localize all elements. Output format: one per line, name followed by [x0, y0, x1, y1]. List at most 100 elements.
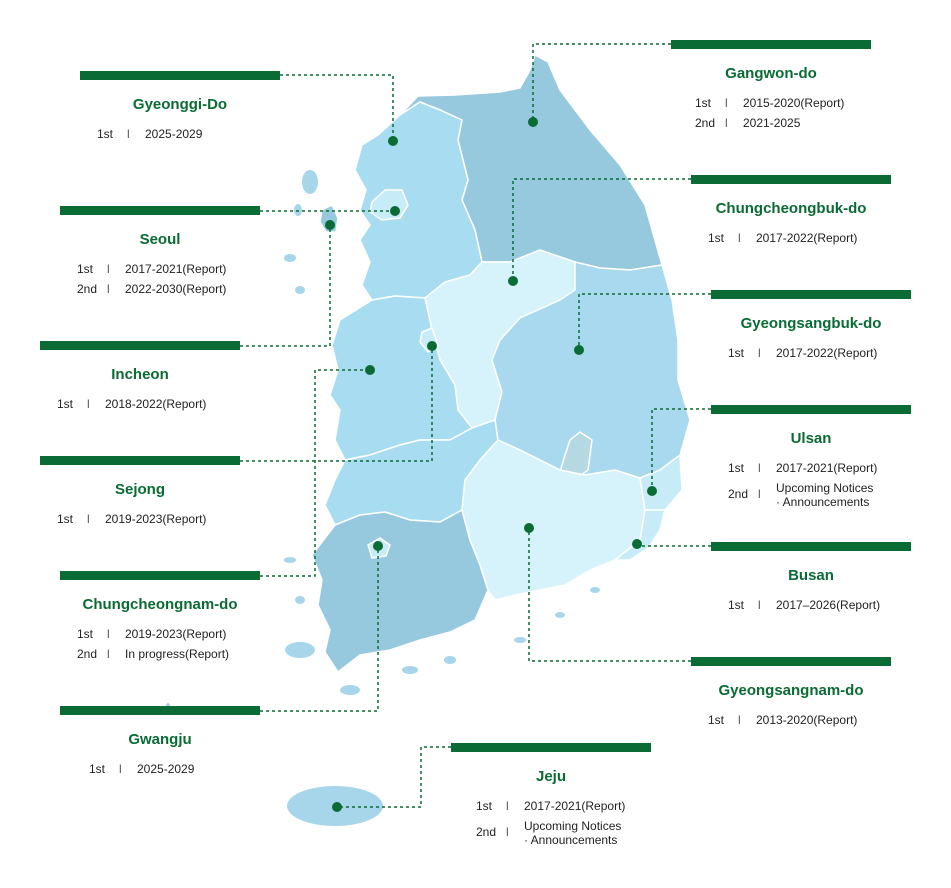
label-bar — [40, 341, 240, 350]
label-bar — [40, 456, 240, 465]
row-value: 2019-2023(Report) — [105, 512, 207, 526]
marker-chungbuk — [508, 276, 518, 286]
region-name: Gwangju — [128, 731, 192, 748]
row-order: 2nd — [476, 825, 497, 839]
row-order: 2nd — [728, 487, 749, 501]
row-value: 2018-2022(Report) — [105, 397, 207, 411]
row-order: 1st — [708, 713, 725, 727]
island — [555, 612, 565, 618]
island — [340, 685, 360, 695]
label-incheon: Incheon 1st l 2018-2022(Report) — [40, 341, 240, 417]
row-order: 1st — [57, 397, 74, 411]
label-bar — [711, 542, 911, 551]
row-order: 1st — [708, 231, 725, 245]
row-separator: l — [87, 397, 90, 411]
row-separator: l — [87, 512, 90, 526]
row-separator: l — [738, 713, 741, 727]
row-order: 2nd — [77, 647, 98, 661]
row-order: 1st — [476, 799, 493, 813]
row-separator: l — [758, 346, 761, 360]
marker-chungnam — [365, 365, 375, 375]
connector-jeju — [337, 746, 451, 808]
region-busan — [612, 509, 666, 561]
region-name: Incheon — [111, 366, 169, 383]
island — [590, 587, 600, 593]
row-separator: l — [107, 647, 110, 661]
row-separator: l — [506, 799, 509, 813]
island — [285, 642, 315, 658]
island — [284, 254, 296, 262]
label-gyeongnam: Gyeongsangnam-do 1st l 2013-2020(Report) — [691, 657, 891, 733]
region-name: Gyeongsangbuk-do — [740, 315, 882, 332]
connector-incheon — [240, 225, 331, 347]
row-value: 2017-2022(Report) — [756, 231, 858, 245]
label-bar — [60, 571, 260, 580]
row-value: 2017-2021(Report) — [524, 799, 626, 813]
marker-sejong — [427, 341, 437, 351]
region-jeonnam — [311, 508, 489, 674]
row-order: 1st — [77, 627, 94, 641]
row-order: 2nd — [77, 282, 98, 296]
label-bar — [691, 175, 891, 184]
label-bar — [671, 40, 871, 49]
marker-gyeongbuk — [574, 345, 584, 355]
row-value: 2022-2030(Report) — [125, 282, 227, 296]
region-name: Busan — [788, 567, 834, 584]
marker-gyeongnam — [524, 523, 534, 533]
island — [514, 637, 526, 643]
marker-ulsan — [647, 486, 657, 496]
row-separator: l — [758, 598, 761, 612]
connector-chungbuk — [512, 178, 691, 281]
connector-chungnam — [260, 369, 370, 577]
row-order: 1st — [728, 346, 745, 360]
label-bar — [60, 206, 260, 215]
connector-ulsan — [651, 408, 711, 491]
row-separator: l — [506, 825, 509, 839]
marker-busan — [632, 539, 642, 549]
region-name: Gyeongsangnam-do — [718, 682, 864, 699]
row-value: 2017-2021(Report) — [776, 461, 878, 475]
region-name: Gangwon-do — [725, 65, 817, 82]
label-bar — [451, 743, 651, 752]
row-order: 1st — [57, 512, 74, 526]
row-value: In progress(Report) — [125, 647, 230, 661]
row-value: 2025-2029 — [145, 127, 203, 141]
row-value: Upcoming Notices · Announcements — [776, 481, 874, 509]
row-separator: l — [107, 627, 110, 641]
row-separator: l — [738, 231, 741, 245]
island — [444, 656, 456, 664]
island — [402, 666, 418, 674]
connector-gyeongnam — [528, 528, 691, 662]
island — [294, 204, 302, 216]
connector-gangwon — [532, 43, 671, 122]
region-name: Chungcheongnam-do — [82, 596, 238, 613]
row-value: 2025-2029 — [137, 762, 195, 776]
marker-jeju — [332, 802, 342, 812]
connector-gwangju — [260, 546, 379, 712]
row-order: 1st — [77, 262, 94, 276]
island — [302, 170, 318, 194]
row-separator: l — [725, 96, 728, 110]
region-name: Jeju — [535, 768, 566, 785]
row-value: Upcoming Notices · Announcements — [524, 819, 622, 847]
row-value: 2013-2020(Report) — [756, 713, 858, 727]
label-bar — [691, 657, 891, 666]
connector-sejong — [240, 346, 433, 462]
row-value: 2017-2021(Report) — [125, 262, 227, 276]
marker-gwangju — [373, 541, 383, 551]
row-separator: l — [127, 127, 130, 141]
connector-gyeongbuk — [578, 293, 711, 350]
row-order: 1st — [695, 96, 712, 110]
row-order: 1st — [89, 762, 106, 776]
